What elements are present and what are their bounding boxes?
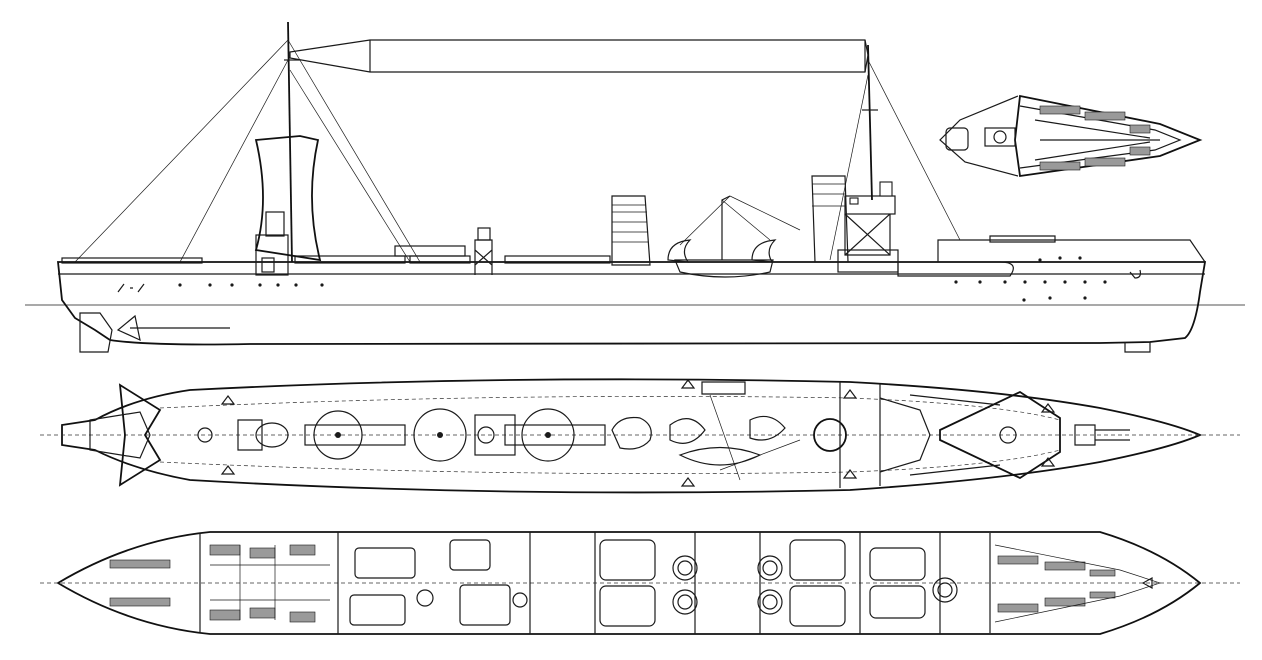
engine-room xyxy=(349,539,528,626)
stern-gun-deck xyxy=(89,411,151,459)
aft-door xyxy=(261,257,275,273)
bridge-plan xyxy=(839,382,881,488)
forecastle-inset-view xyxy=(939,94,1203,178)
side-profile-view xyxy=(25,21,1245,353)
capstan-plan xyxy=(1074,424,1096,446)
torpedo-tube-aft xyxy=(294,255,406,264)
davit-plan xyxy=(709,394,801,481)
rudder xyxy=(79,312,113,353)
radio-aerial xyxy=(289,39,869,73)
aft-funnel-bands xyxy=(612,204,648,243)
ventilator-fwd xyxy=(751,239,777,263)
boat-plan xyxy=(678,446,762,466)
aft-gun-mount xyxy=(265,211,285,237)
aft-hatch xyxy=(255,422,289,448)
davit-rigging xyxy=(679,195,801,246)
aft-house-plan xyxy=(237,419,263,451)
forecastle-house xyxy=(837,249,899,273)
ventilators-plan xyxy=(669,415,786,444)
propeller-shaft xyxy=(116,314,230,342)
bow-skeg xyxy=(1124,342,1151,353)
fwd-gun xyxy=(989,235,1056,243)
lattice-top xyxy=(477,227,491,241)
inset-cabins xyxy=(1039,105,1151,171)
mast-sail xyxy=(254,135,322,262)
inset-machinery xyxy=(984,127,1016,147)
torpedo-bow xyxy=(897,261,1014,277)
forecastle-deck xyxy=(937,239,1206,263)
ship-boat xyxy=(674,259,774,278)
bridge-lattice xyxy=(844,213,891,256)
upper-deck-plan-view xyxy=(40,378,1240,494)
fwd-funnel-plan xyxy=(813,418,847,452)
fwd-funnel-bands xyxy=(812,183,846,207)
fwd-gun-plan xyxy=(999,426,1017,444)
lower-bulkheads xyxy=(199,532,991,634)
stern-platform xyxy=(118,383,162,487)
rigging-lines xyxy=(74,39,961,263)
stoke-circles xyxy=(672,555,958,615)
aft-funnel-plan xyxy=(611,416,652,450)
lower-deck-outline xyxy=(56,531,1202,635)
stern-marks xyxy=(117,283,145,293)
fwd-quarters xyxy=(997,555,1116,613)
fwd-quarter-lines xyxy=(994,544,1162,623)
ventilator-aft xyxy=(667,239,692,263)
anchor xyxy=(1129,269,1142,279)
bridge-cab xyxy=(879,181,893,197)
torpedo-mounts-plan xyxy=(304,408,606,462)
bridge-top xyxy=(844,195,896,215)
aft-quarters xyxy=(109,544,316,623)
forecastle-rails xyxy=(909,394,1001,476)
inset-bulkheads xyxy=(1034,119,1160,161)
aft-lattice-tower xyxy=(474,239,493,275)
deck-triangles xyxy=(220,379,1056,487)
boilers xyxy=(599,539,926,627)
aft-deck-house xyxy=(61,257,203,264)
aft-funnel xyxy=(611,195,651,266)
fore-mast xyxy=(867,44,873,201)
inset-hatch xyxy=(945,127,969,151)
lower-deck-plan-view xyxy=(40,531,1240,635)
portholes xyxy=(178,256,1107,302)
fwd-funnel xyxy=(811,175,849,263)
fwd-gun-platform xyxy=(939,390,1061,480)
forecastle-break xyxy=(879,397,931,473)
searchlight-tower-plan xyxy=(474,414,516,456)
aft-gun-plan xyxy=(197,427,213,443)
torpedo-tube-fwd xyxy=(504,255,611,264)
inset-aft-outline xyxy=(939,95,1019,177)
hull-side xyxy=(57,261,1207,346)
inset-inner-line xyxy=(1019,105,1182,169)
upper-deck-outline xyxy=(61,378,1203,494)
aft-quarter-lines xyxy=(210,545,330,620)
searchlight-platform xyxy=(394,245,466,257)
ventilator-plan xyxy=(701,381,746,395)
bow-mark xyxy=(1141,576,1153,590)
main-mast xyxy=(287,21,293,263)
